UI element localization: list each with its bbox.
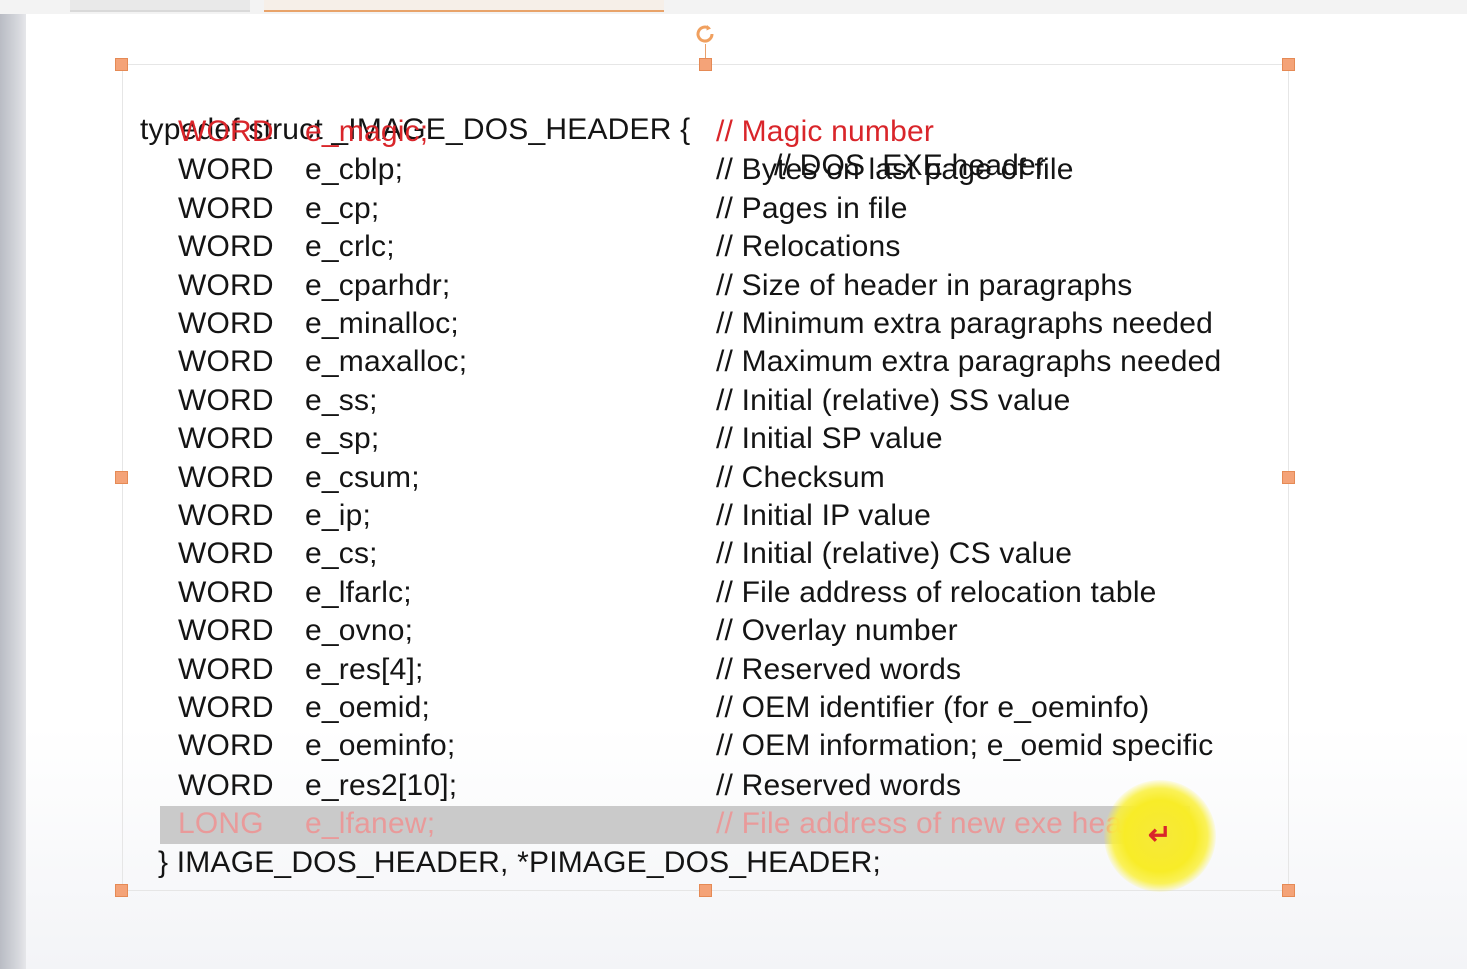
field-name: e_lfarlc; <box>305 576 412 609</box>
field-type: WORD <box>178 422 274 455</box>
struct-field-row: WORD e_magic; // Magic number <box>0 114 1300 150</box>
field-comment: // Maximum extra paragraphs needed <box>716 345 1222 378</box>
field-name: e_ss; <box>305 384 378 417</box>
rotate-icon[interactable] <box>693 22 717 46</box>
field-name: e_ip; <box>305 499 372 532</box>
field-name: e_cs; <box>305 537 378 570</box>
struct-field-row: WORD e_cp; // Pages in file <box>0 191 1300 227</box>
ribbon-tab[interactable] <box>70 0 250 12</box>
field-type: WORD <box>178 729 274 762</box>
field-type: WORD <box>178 769 274 802</box>
field-comment: // Pages in file <box>716 192 908 225</box>
field-name: e_oeminfo; <box>305 729 456 762</box>
struct-field-row: WORD e_lfarlc; // File address of relocati… <box>0 575 1300 611</box>
field-comment: // Reserved words <box>716 769 962 802</box>
struct-field-row: WORD e_ovno; // Overlay number <box>0 613 1300 649</box>
struct-field-row: WORD e_crlc; // Relocations <box>0 229 1300 265</box>
struct-field-row: WORD e_sp; // Initial SP value <box>0 421 1300 457</box>
struct-field-row: WORD e_csum; // Checksum <box>0 460 1300 496</box>
field-comment: // File address of new exe header <box>716 807 1167 840</box>
ribbon-tab-strip <box>0 0 1467 14</box>
struct-closing-line: } IMAGE_DOS_HEADER, *PIMAGE_DOS_HEADER; <box>158 846 882 879</box>
resize-handle-bottom-center[interactable] <box>699 884 712 897</box>
slide-panel-edge <box>0 0 26 969</box>
field-type: WORD <box>178 653 274 686</box>
field-comment: // OEM information; e_oemid specific <box>716 729 1214 762</box>
field-comment: // Checksum <box>716 461 885 494</box>
field-name: e_sp; <box>305 422 380 455</box>
resize-handle-top-center[interactable] <box>699 58 712 71</box>
field-type: WORD <box>178 153 274 186</box>
field-comment: // Minimum extra paragraphs needed <box>716 307 1214 340</box>
field-name: e_maxalloc; <box>305 345 468 378</box>
field-type: WORD <box>178 576 274 609</box>
cursor-highlight <box>1104 780 1216 892</box>
field-name: e_ovno; <box>305 614 414 647</box>
field-type: LONG <box>178 807 264 840</box>
ribbon-tab-active[interactable] <box>264 0 664 12</box>
field-comment: // Bytes on last page of file <box>716 153 1074 186</box>
resize-handle-middle-left[interactable] <box>115 471 128 484</box>
field-name: e_cparhdr; <box>305 269 451 302</box>
field-type: WORD <box>178 269 274 302</box>
struct-field-row: WORD e_maxalloc; // Maximum extra paragrap… <box>0 344 1300 380</box>
field-comment: // File address of relocation table <box>716 576 1157 609</box>
struct-header-line: typedef struct _IMAGE_DOS_HEADER { // DO… <box>140 76 1240 182</box>
field-name: e_magic; <box>305 115 429 148</box>
resize-handle-top-left[interactable] <box>115 58 128 71</box>
field-type: WORD <box>178 691 274 724</box>
struct-declaration: typedef struct _IMAGE_DOS_HEADER { <box>140 113 691 146</box>
struct-field-row: WORD e_ss; // Initial (relative) SS value <box>0 383 1300 419</box>
field-type: WORD <box>178 384 274 417</box>
struct-field-row: WORD e_ip; // Initial IP value <box>0 498 1300 534</box>
struct-field-row: WORD e_cparhdr; // Size of header in parag… <box>0 268 1300 304</box>
field-type: WORD <box>178 230 274 263</box>
field-comment: // Initial SP value <box>716 422 943 455</box>
field-comment: // Overlay number <box>716 614 958 647</box>
field-comment: // OEM identifier (for e_oeminfo) <box>716 691 1150 724</box>
field-name: e_oemid; <box>305 691 431 724</box>
field-comment: // Initial IP value <box>716 499 932 532</box>
struct-field-row: WORD e_res[4]; // Reserved words <box>0 652 1300 688</box>
resize-handle-top-right[interactable] <box>1282 58 1295 71</box>
struct-field-row: WORD e_minalloc; // Minimum extra paragrap… <box>0 306 1300 342</box>
field-name: e_res2[10]; <box>305 769 458 802</box>
resize-handle-bottom-left[interactable] <box>115 884 128 897</box>
field-type: WORD <box>178 192 274 225</box>
resize-handle-middle-right[interactable] <box>1282 471 1295 484</box>
field-name: e_cblp; <box>305 153 404 186</box>
field-type: WORD <box>178 115 274 148</box>
field-comment: // Reserved words <box>716 653 962 686</box>
field-name: e_res[4]; <box>305 653 424 686</box>
field-name: e_lfanew; <box>305 807 436 840</box>
struct-field-row: WORD e_oemid; // OEM identifier (for e_oem… <box>0 690 1300 726</box>
struct-field-row: WORD e_oeminfo; // OEM information; e_oemi… <box>0 728 1300 764</box>
struct-field-row: WORD e_cs; // Initial (relative) CS value <box>0 536 1300 572</box>
field-type: WORD <box>178 614 274 647</box>
field-comment: // Initial (relative) SS value <box>716 384 1071 417</box>
field-comment: // Relocations <box>716 230 901 263</box>
field-type: WORD <box>178 345 274 378</box>
rotate-handle-stem <box>705 44 706 64</box>
resize-handle-bottom-right[interactable] <box>1282 884 1295 897</box>
field-comment: // Magic number <box>716 115 935 148</box>
field-type: WORD <box>178 499 274 532</box>
field-type: WORD <box>178 461 274 494</box>
field-type: WORD <box>178 537 274 570</box>
mouse-pointer-icon: ↵ <box>1148 819 1172 850</box>
field-name: e_crlc; <box>305 230 395 263</box>
selected-line-highlight <box>160 806 1190 844</box>
field-name: e_csum; <box>305 461 420 494</box>
field-name: e_minalloc; <box>305 307 459 340</box>
field-name: e_cp; <box>305 192 380 225</box>
field-type: WORD <box>178 307 274 340</box>
struct-header-comment: // DOS .EXE header <box>774 149 1047 182</box>
struct-field-row: WORD e_res2[10]; // Reserved words <box>0 768 1300 804</box>
field-comment: // Initial (relative) CS value <box>716 537 1073 570</box>
struct-field-row: WORD e_cblp; // Bytes on last page of file <box>0 152 1300 188</box>
field-comment: // Size of header in paragraphs <box>716 269 1133 302</box>
